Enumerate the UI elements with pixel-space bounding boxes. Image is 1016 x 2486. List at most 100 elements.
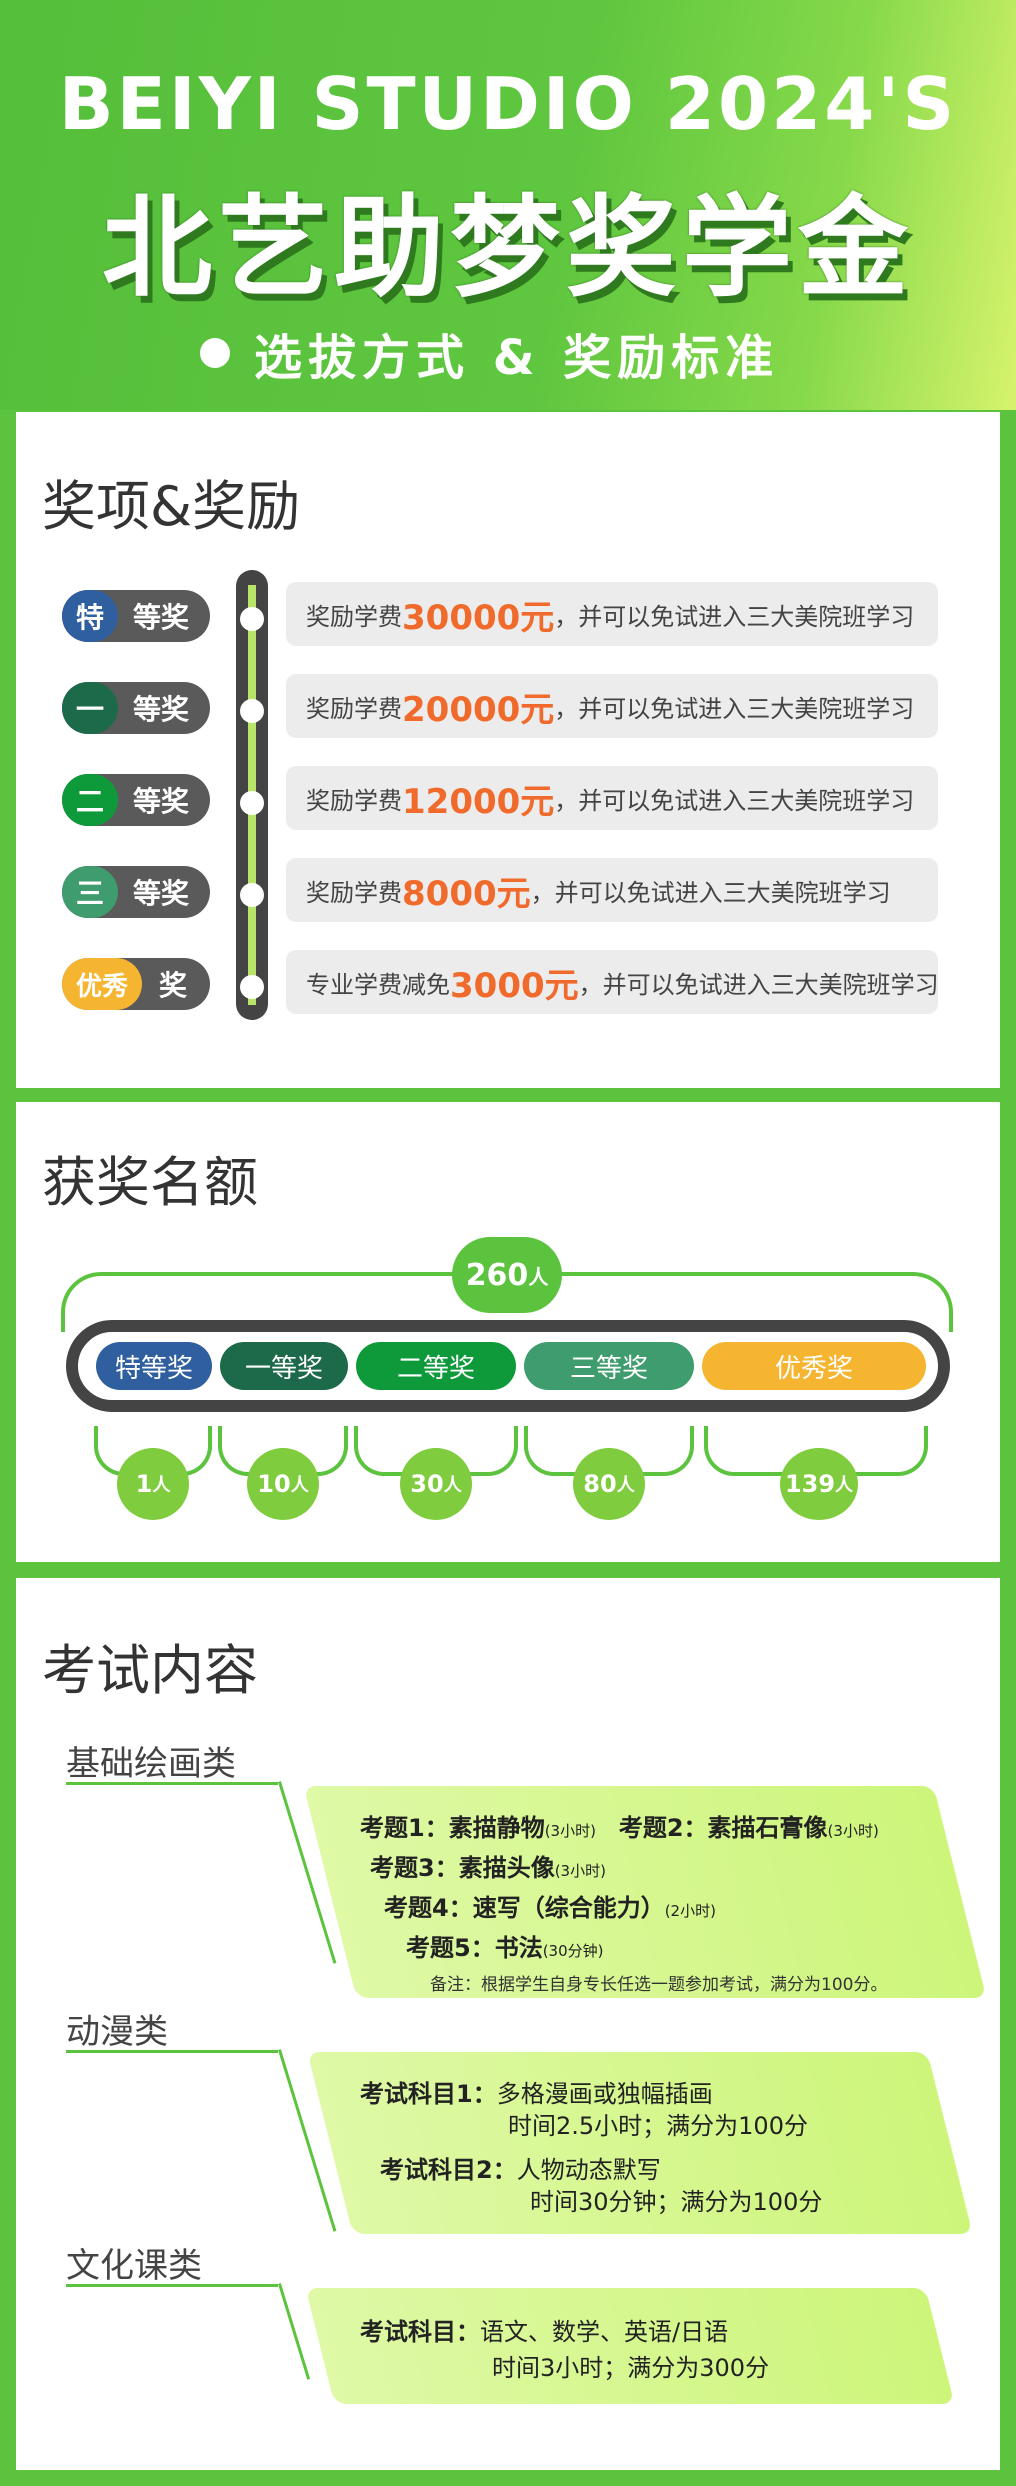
reward-amount: 8000元 xyxy=(402,873,531,914)
header-subtitle-text: 选拔方式 & 奖励标准 xyxy=(254,330,780,386)
reward-pre: 奖励学费 xyxy=(306,602,402,631)
reward-post: ，并可以免试进入三大美院班学习 xyxy=(530,878,891,907)
award-row: 特 等奖 奖励学费 30000元 ，并可以免试进入三大美院班学习 xyxy=(0,582,984,652)
quota-count-unit: 人 xyxy=(616,1475,635,1496)
exam-category-culture: 文化课类 xyxy=(66,2246,202,2286)
award-pill: 一 等奖 xyxy=(62,682,210,734)
reward-pre: 专业学费减免 xyxy=(306,970,450,999)
quota-count-value: 1 xyxy=(135,1470,153,1498)
award-label: 奖 xyxy=(158,969,187,1002)
reward-pre: 奖励学费 xyxy=(306,878,402,907)
quota-count-value: 80 xyxy=(583,1470,617,1498)
quota-count-value: 30 xyxy=(410,1470,444,1498)
quota-segment: 优秀奖 xyxy=(702,1342,926,1390)
exam-title: 考试内容 xyxy=(42,1639,258,1702)
anime-s1-time: 时间2.5小时；满分为100分 xyxy=(508,2112,808,2140)
award-row: 三 等奖 奖励学费 8000元 ，并可以免试进入三大美院班学习 xyxy=(0,858,984,928)
exam-q1q2: 考题1：素描静物(3小时) 考题2：素描石膏像(3小时) xyxy=(360,1808,879,1843)
header-banner: BEIYI STUDIO 2024'S 北艺助梦奖学金 选拔方式 & 奖励标准 xyxy=(0,0,1016,410)
q1-label: 考题1： xyxy=(360,1814,449,1842)
anime-s2: 考试科目2：人物动态默写 xyxy=(380,2150,661,2185)
quota-count-value: 10 xyxy=(257,1470,291,1498)
q5-name: 书法 xyxy=(494,1934,543,1962)
anime-s1-name: 多格漫画或独幅插画 xyxy=(496,2080,713,2108)
reward-post: ，并可以免试进入三大美院班学习 xyxy=(578,970,939,999)
reward-pre: 奖励学费 xyxy=(306,786,402,815)
quota-title: 获奖名额 xyxy=(42,1151,258,1214)
award-row: 优秀 奖 专业学费减免 3000元 ，并可以免试进入三大美院班学习 xyxy=(0,950,984,1020)
quota-count-unit: 人 xyxy=(443,1475,462,1496)
timeline-dot xyxy=(240,975,264,999)
award-label: 等奖 xyxy=(132,785,189,818)
q5-time: (30分钟) xyxy=(542,1942,604,1960)
q5-label: 考题5： xyxy=(406,1934,495,1962)
quota-segment: 特等奖 xyxy=(96,1342,212,1390)
quota-segment: 三等奖 xyxy=(524,1342,694,1390)
award-pill: 三 等奖 xyxy=(62,866,210,918)
q2-label: 考题2： xyxy=(618,1814,708,1842)
exam-q5: 考题5：书法(30分钟) xyxy=(406,1928,604,1963)
quota-count-unit: 人 xyxy=(152,1475,171,1496)
reward-box: 奖励学费 20000元 ，并可以免试进入三大美院班学习 xyxy=(286,674,938,738)
culture-s-name: 语文、数学、英语/日语 xyxy=(480,2318,729,2346)
quota-segment: 一等奖 xyxy=(220,1342,348,1390)
quota-count-unit: 人 xyxy=(835,1475,854,1496)
q2-name: 素描石膏像 xyxy=(707,1814,828,1842)
q4-label: 考题4： xyxy=(384,1894,473,1922)
award-row: 二 等奖 奖励学费 12000元 ，并可以免试进入三大美院班学习 xyxy=(0,766,984,836)
reward-post: ，并可以免试进入三大美院班学习 xyxy=(554,786,915,815)
award-badge: 优秀 xyxy=(62,958,142,1010)
exam-q3: 考题3：素描头像(3小时) xyxy=(370,1848,606,1883)
exam-category-anime: 动漫类 xyxy=(66,2012,168,2052)
reward-box: 专业学费减免 3000元 ，并可以免试进入三大美院班学习 xyxy=(286,950,939,1014)
award-badge: 二 xyxy=(62,774,118,826)
reward-post: ，并可以免试进入三大美院班学习 xyxy=(554,694,915,723)
reward-box: 奖励学费 30000元 ，并可以免试进入三大美院班学习 xyxy=(286,582,938,646)
exam-category-basic: 基础绘画类 xyxy=(66,1744,236,1784)
category-underline xyxy=(66,1782,278,1785)
anime-s2-time: 时间30分钟；满分为100分 xyxy=(530,2188,823,2216)
award-row: 一 等奖 奖励学费 20000元 ，并可以免试进入三大美院班学习 xyxy=(0,674,984,744)
reward-post: ，并可以免试进入三大美院班学习 xyxy=(554,602,915,631)
header-subtitle: 选拔方式 & 奖励标准 xyxy=(200,318,779,388)
timeline-dot xyxy=(240,883,264,907)
q2-time: (3小时) xyxy=(827,1822,879,1840)
culture-s-time: 时间3小时；满分为300分 xyxy=(492,2354,770,2382)
culture-s: 考试科目：语文、数学、英语/日语 xyxy=(360,2312,728,2347)
awards-title: 奖项&奖励 xyxy=(42,475,301,538)
q1-name: 素描静物 xyxy=(448,1814,545,1842)
q3-name: 素描头像 xyxy=(458,1854,555,1882)
header-title-en: BEIYI STUDIO 2024'S xyxy=(58,62,958,146)
quota-total-value: 260 xyxy=(465,1257,529,1293)
award-badge: 一 xyxy=(62,682,118,734)
q3-time: (3小时) xyxy=(554,1862,606,1880)
reward-pre: 奖励学费 xyxy=(306,694,402,723)
header-title-cn: 北艺助梦奖学金 xyxy=(102,184,914,312)
q3-label: 考题3： xyxy=(370,1854,459,1882)
anime-s1-label: 考试科目1： xyxy=(360,2080,497,2108)
reward-amount: 20000元 xyxy=(402,689,555,730)
bullet-icon xyxy=(200,338,230,368)
anime-s1: 考试科目1：多格漫画或独幅插画 xyxy=(360,2074,713,2109)
award-pill: 优秀 奖 xyxy=(62,958,210,1010)
reward-box: 奖励学费 8000元 ，并可以免试进入三大美院班学习 xyxy=(286,858,938,922)
reward-box: 奖励学费 12000元 ，并可以免试进入三大美院班学习 xyxy=(286,766,938,830)
anime-s2-label: 考试科目2： xyxy=(380,2156,517,2184)
q4-time: (2小时) xyxy=(664,1902,716,1920)
award-label: 等奖 xyxy=(132,877,189,910)
q4-name: 速写（综合能力） xyxy=(472,1894,665,1922)
timeline-dot xyxy=(240,699,264,723)
category-underline xyxy=(66,2284,278,2287)
reward-amount: 3000元 xyxy=(450,965,579,1006)
reward-amount: 30000元 xyxy=(402,597,555,638)
award-pill: 特 等奖 xyxy=(62,590,210,642)
quota-count-unit: 人 xyxy=(290,1475,309,1496)
quota-segment: 二等奖 xyxy=(356,1342,516,1390)
award-badge: 特 xyxy=(62,590,118,642)
